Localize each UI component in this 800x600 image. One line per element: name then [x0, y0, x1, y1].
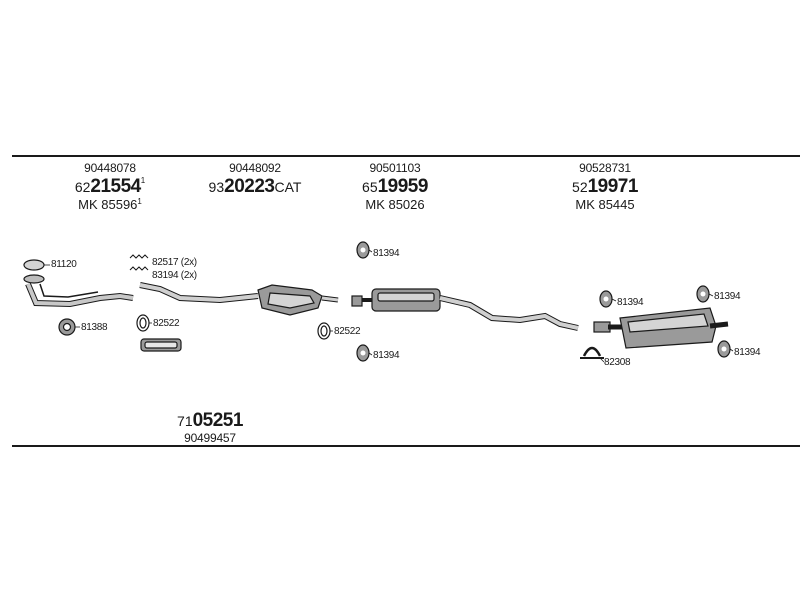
part-suffix: CAT: [274, 179, 302, 195]
front-pipe-part: [23, 259, 134, 308]
mk-text: MK 85026: [365, 197, 425, 212]
header-catalyst: 90448092 9320223CAT: [200, 162, 310, 196]
gasket-81388: [58, 318, 76, 336]
flex-pipe: [140, 338, 182, 352]
part-prefix: 65: [362, 179, 378, 195]
oem-ref: 90499457: [184, 431, 236, 445]
mounting-kit: MK 85445: [555, 198, 655, 211]
label-81388: 81388: [81, 322, 108, 333]
label-81394-tail: 81394: [734, 347, 761, 358]
part-main: 20223: [224, 176, 275, 197]
bottom-divider: [12, 445, 800, 447]
mounting-kit: MK 85026: [345, 198, 445, 211]
oem-ref: 90448078: [84, 161, 136, 175]
leader-lines: [44, 249, 734, 363]
clamp-82308: [580, 346, 604, 359]
label-82308: 82308: [604, 357, 631, 368]
springs-82517: [129, 254, 149, 271]
header-rear-silencer: 90528731 5219971 MK 85445: [555, 162, 655, 211]
label-81394-rear-left: 81394: [617, 297, 644, 308]
ring-82522-left: [136, 314, 150, 332]
part-prefix: 62: [74, 179, 91, 195]
part-prefix: 52: [572, 179, 588, 195]
part-prefix: 71: [177, 413, 193, 429]
part-number: 62215541: [60, 176, 160, 197]
rear-silencer-part: [593, 307, 729, 349]
middle-silencer-part: [351, 288, 579, 331]
label-81394-top: 81394: [373, 248, 400, 259]
mk-sup: 1: [137, 197, 142, 206]
part-prefix: 93: [208, 179, 225, 195]
part-main: 19959: [377, 176, 429, 197]
oem-ref: 90528731: [579, 161, 631, 175]
mk-text: MK 85445: [575, 197, 635, 212]
part-sup: 1: [140, 176, 146, 185]
part-main: 05251: [192, 410, 244, 431]
label-81120: 81120: [51, 259, 77, 270]
catalyst-part: [139, 282, 339, 316]
oem-ref: 90501103: [369, 161, 421, 175]
part-number: 7105251: [155, 411, 265, 430]
part-number: 6519959: [345, 177, 445, 196]
part-number: 9320223CAT: [200, 177, 310, 196]
ring-82522-mid: [317, 322, 331, 340]
label-82522-mid: 82522: [334, 326, 361, 337]
mounting-kit: MK 855961: [60, 197, 160, 212]
part-main: 21554: [90, 176, 141, 197]
footer-part: 7105251 90499457: [155, 408, 265, 444]
top-divider: [12, 155, 800, 157]
header-middle-silencer: 90501103 6519959 MK 85026: [345, 162, 445, 211]
label-82522-left: 82522: [153, 318, 180, 329]
label-81394-rear-right: 81394: [714, 291, 741, 302]
label-81394-bottom: 81394: [373, 350, 400, 361]
part-main: 19971: [587, 176, 639, 197]
label-83194: 83194 (2x): [152, 270, 197, 281]
label-82517: 82517 (2x): [152, 257, 197, 268]
oem-ref: 90448092: [229, 161, 281, 175]
header-front-pipe: 90448078 62215541 MK 855961: [60, 162, 160, 211]
mk-text: MK 85596: [78, 197, 138, 212]
part-number: 5219971: [555, 177, 655, 196]
